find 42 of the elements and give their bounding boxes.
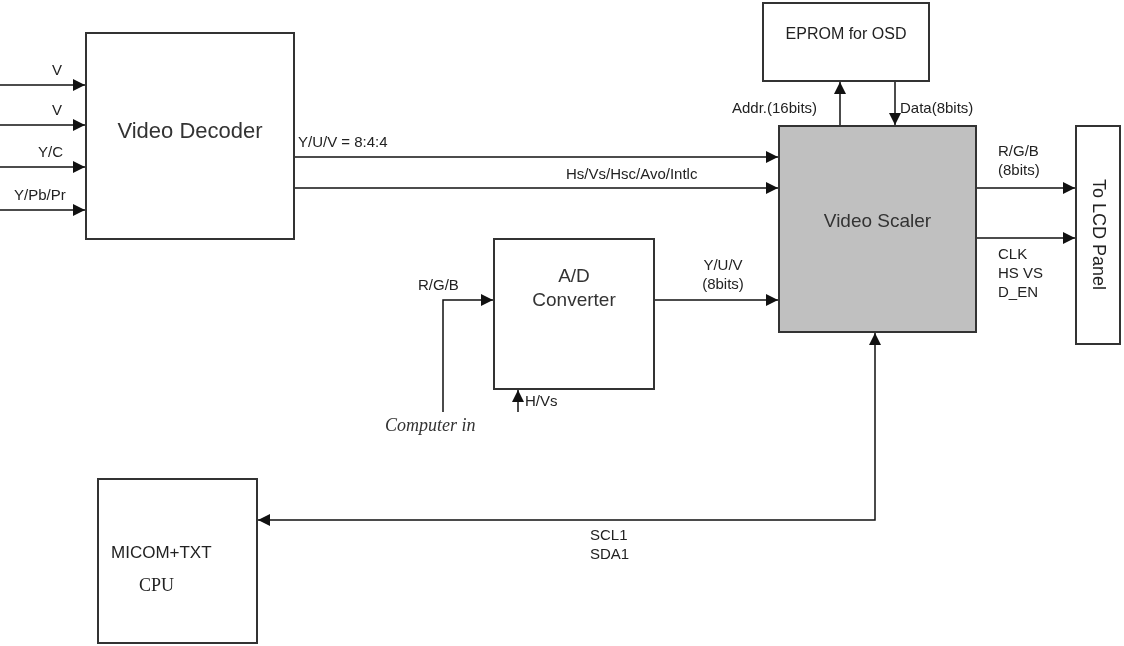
scaler-box	[778, 125, 977, 333]
memory-box	[762, 2, 930, 82]
arrow	[976, 232, 1076, 244]
arrow	[889, 81, 901, 126]
arrow	[0, 161, 86, 173]
node-label: CPU	[138, 573, 174, 597]
decoder-box	[85, 32, 295, 240]
node-label: To LCD Panel	[1087, 179, 1110, 291]
converter-box	[493, 238, 655, 390]
arrow	[257, 332, 881, 526]
node-label: Video Scaler	[823, 209, 932, 233]
edge-label: Y/U/V (8bits)	[701, 256, 745, 294]
node-label: A/D Converter	[531, 264, 617, 312]
arrow	[976, 182, 1076, 194]
node-label: Video Decoder	[117, 117, 263, 145]
edge-label: V	[52, 61, 62, 80]
edge-label: CLK HS VS D_EN	[998, 245, 1044, 302]
arrow	[0, 204, 86, 216]
edge-label: Y/Pb/Pr	[14, 186, 66, 205]
arrow	[0, 119, 86, 131]
arrow	[654, 294, 779, 306]
node-label: MICOM+TXT	[111, 542, 212, 564]
edge-label: Y/C	[38, 143, 63, 162]
edge-label: V	[52, 101, 62, 120]
arrow	[442, 294, 494, 413]
node-label: Computer in	[385, 413, 476, 437]
arrow	[0, 79, 86, 91]
panel-box	[1075, 125, 1121, 345]
edge-label: Y/U/V = 8:4:4	[298, 133, 388, 152]
edge-label: H/Vs	[525, 392, 558, 411]
cpu-box	[97, 478, 258, 644]
arrow	[294, 151, 779, 163]
node-label: EPROM for OSD	[785, 24, 907, 44]
arrow	[834, 81, 846, 126]
edge-label: SCL1 SDA1	[590, 526, 631, 564]
edge-label: Addr.(16bits)	[732, 99, 818, 118]
edge-label: Hs/Vs/Hsc/Avo/Intlc	[566, 165, 698, 184]
edge-label: Data(8bits)	[900, 99, 974, 118]
arrow	[294, 182, 779, 194]
edge-label: R/G/B (8bits)	[998, 142, 1041, 180]
arrow	[512, 389, 524, 413]
edge-label: R/G/B	[418, 276, 459, 295]
